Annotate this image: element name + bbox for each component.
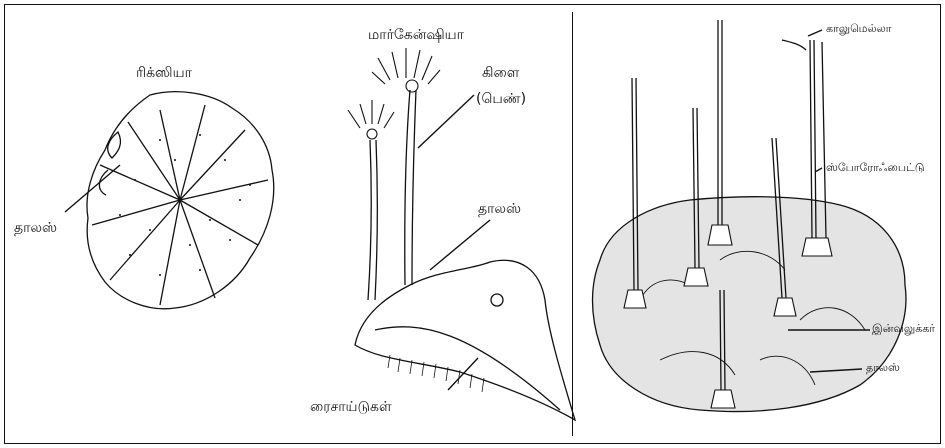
thallus-riccia-leader — [65, 165, 120, 212]
calyptra-leader — [808, 30, 822, 36]
sporophyte-leader — [815, 168, 822, 172]
riccia-thallus-drawing — [87, 92, 274, 309]
label-thallus-riccia: தாலஸ் — [14, 221, 57, 235]
label-calyptra: காலுமெல்லா — [826, 23, 892, 34]
branch-leader — [418, 95, 474, 148]
marchantia-drawing — [355, 90, 575, 420]
label-branch: கிளை — [482, 66, 519, 80]
archegoniophore-heads — [348, 48, 440, 139]
label-rhizoids: ரைசாய்டுகள் — [310, 400, 392, 414]
label-marchantia: மார்கேன்ஷியா — [368, 28, 464, 42]
riccia-stipple — [119, 134, 251, 276]
label-thallus-right: தாலஸ் — [866, 362, 900, 373]
thallus-marchantia-leader — [430, 220, 490, 270]
label-thallus-marchantia: தாலஸ் — [478, 202, 521, 216]
label-riccia: ரிக்ஸியா — [136, 66, 192, 80]
label-female: (பெண்) — [476, 92, 526, 106]
label-sporophyte: ஸ்போரோஃபைட்டு — [826, 162, 925, 173]
label-involucre: இன்வலுக்கர் — [872, 323, 935, 334]
rhizoids-leader — [448, 358, 478, 390]
